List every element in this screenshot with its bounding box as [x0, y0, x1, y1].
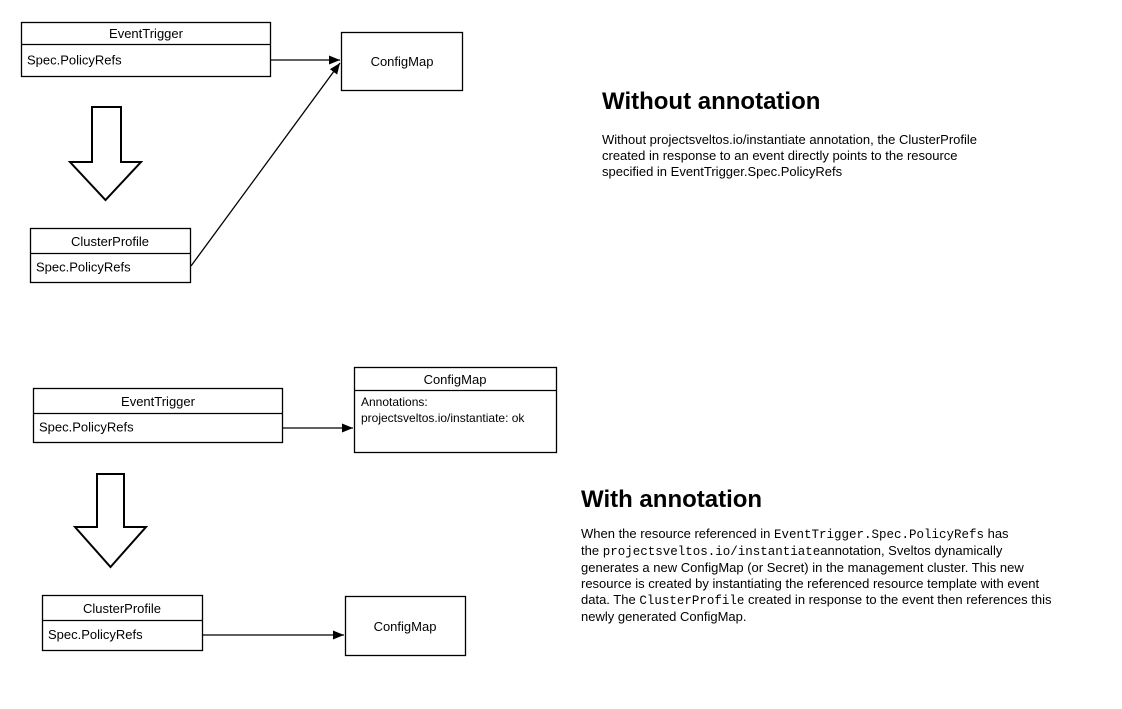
cluster-profile-field: Spec.PolicyRefs	[48, 627, 143, 642]
paragraph-line: the projectsveltos.io/instantiateannotat…	[581, 543, 1051, 560]
event-trigger-title: EventTrigger	[121, 394, 196, 409]
event-trigger-box: EventTrigger Spec.PolicyRefs	[32, 387, 284, 444]
event-trigger-box: EventTrigger Spec.PolicyRefs	[20, 21, 272, 78]
text-segment: annotation, Sveltos dynamically	[820, 543, 1003, 558]
text-segment: the	[581, 543, 603, 558]
config-map-rect	[344, 595, 467, 657]
text-segment: resource is created by instantiating the…	[581, 576, 1040, 591]
cluster-profile-box: ClusterProfile Spec.PolicyRefs	[29, 227, 192, 284]
arrow-clusterprofile-to-configmap	[190, 62, 341, 267]
event-trigger-field: Spec.PolicyRefs	[27, 53, 122, 68]
event-trigger-rect	[20, 21, 272, 78]
inline-code: ClusterProfile	[639, 594, 745, 608]
config-map-annotated-title: ConfigMap	[424, 372, 487, 387]
text-segment: When the resource referenced in	[581, 526, 774, 541]
config-map-annotation-value: projectsveltos.io/instantiate: ok	[361, 411, 525, 425]
text-segment: created in response to the event then re…	[744, 592, 1052, 607]
without-annotation-heading: Without annotation	[602, 88, 821, 115]
inline-code: EventTrigger.Spec.PolicyRefs	[773, 528, 984, 542]
cluster-profile-rect	[41, 594, 204, 652]
paragraph-line: data. The ClusterProfile created in resp…	[581, 592, 1051, 609]
text-segment: newly generated ConfigMap.	[581, 609, 747, 624]
with-annotation-heading: With annotation	[581, 486, 763, 513]
cluster-profile-title: ClusterProfile	[71, 234, 149, 249]
event-trigger-rect	[32, 387, 284, 444]
paragraph-line: generates a new ConfigMap (or Secret) in…	[581, 560, 1051, 576]
diagram-with-annotation: EventTrigger Spec.PolicyRefs ConfigMap A…	[32, 366, 558, 657]
config-map-title: ConfigMap	[371, 54, 434, 69]
config-map-rect	[340, 31, 464, 92]
config-map-box: ConfigMap	[344, 595, 467, 657]
paragraph-line: When the resource referenced in EventTri…	[581, 526, 1051, 543]
cluster-profile-field: Spec.PolicyRefs	[36, 260, 131, 275]
paragraph-line: newly generated ConfigMap.	[581, 609, 1051, 625]
config-map-annotated-box: ConfigMap Annotations: projectsveltos.io…	[353, 366, 558, 454]
inline-code: projectsveltos.io/instantiate	[602, 545, 821, 559]
with-annotation-paragraph: When the resource referenced in EventTri…	[581, 526, 1051, 625]
text-segment: data. The	[581, 592, 640, 607]
down-arrow-icon	[67, 106, 144, 202]
event-trigger-title: EventTrigger	[109, 26, 184, 41]
cluster-profile-box: ClusterProfile Spec.PolicyRefs	[41, 594, 204, 652]
paragraph-line: Without projectsveltos.io/instantiate an…	[602, 132, 978, 147]
text-segment: has	[983, 526, 1009, 541]
paragraph-line: created in response to an event directly…	[602, 148, 958, 163]
paragraph-line: specified in EventTrigger.Spec.PolicyRef…	[602, 164, 843, 179]
event-trigger-field: Spec.PolicyRefs	[39, 420, 134, 435]
config-map-annotated-rect	[353, 366, 558, 454]
without-annotation-paragraph: Without projectsveltos.io/instantiate an…	[602, 132, 977, 180]
text-segment: generates a new ConfigMap (or Secret) in…	[581, 560, 1024, 575]
config-map-annotation-label: Annotations:	[361, 395, 428, 409]
diagram-without-annotation: EventTrigger Spec.PolicyRefs ConfigMap C…	[20, 21, 464, 284]
paragraph-line: resource is created by instantiating the…	[581, 576, 1051, 592]
cluster-profile-title: ClusterProfile	[83, 601, 161, 616]
config-map-box: ConfigMap	[340, 31, 464, 92]
down-arrow-icon	[72, 473, 149, 569]
cluster-profile-rect	[29, 227, 192, 284]
config-map-title: ConfigMap	[374, 619, 437, 634]
